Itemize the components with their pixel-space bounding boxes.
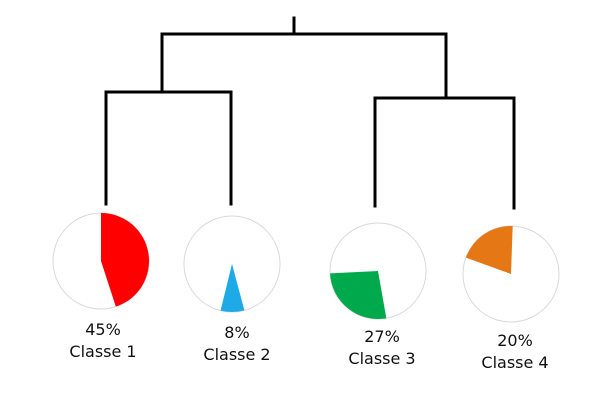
class-4-percent: 20% bbox=[497, 331, 533, 350]
class-3-label: 27% Classe 3 bbox=[322, 327, 442, 369]
class-1-label: 45% Classe 1 bbox=[43, 320, 163, 362]
class-4-pie-slice bbox=[465, 226, 513, 274]
class-4-name: Classe 4 bbox=[481, 353, 549, 372]
dendrogram-branches bbox=[104, 16, 516, 210]
class-3-name: Classe 3 bbox=[348, 349, 416, 368]
class-2-pie bbox=[183, 215, 281, 313]
class-4-pie bbox=[462, 225, 560, 323]
class-3-pie-slice bbox=[330, 271, 387, 319]
class-4-label: 20% Classe 4 bbox=[455, 331, 575, 373]
class-1-name: Classe 1 bbox=[69, 342, 137, 361]
class-1-pie-slice bbox=[101, 213, 149, 307]
class-1-percent: 45% bbox=[85, 320, 121, 339]
class-1-pie bbox=[52, 212, 150, 310]
class-3-percent: 27% bbox=[364, 327, 400, 346]
class-2-percent: 8% bbox=[224, 323, 250, 342]
class-2-name: Classe 2 bbox=[203, 345, 271, 364]
class-2-label: 8% Classe 2 bbox=[177, 323, 297, 365]
class-2-pie-slice bbox=[220, 264, 245, 312]
class-3-pie bbox=[329, 222, 427, 320]
